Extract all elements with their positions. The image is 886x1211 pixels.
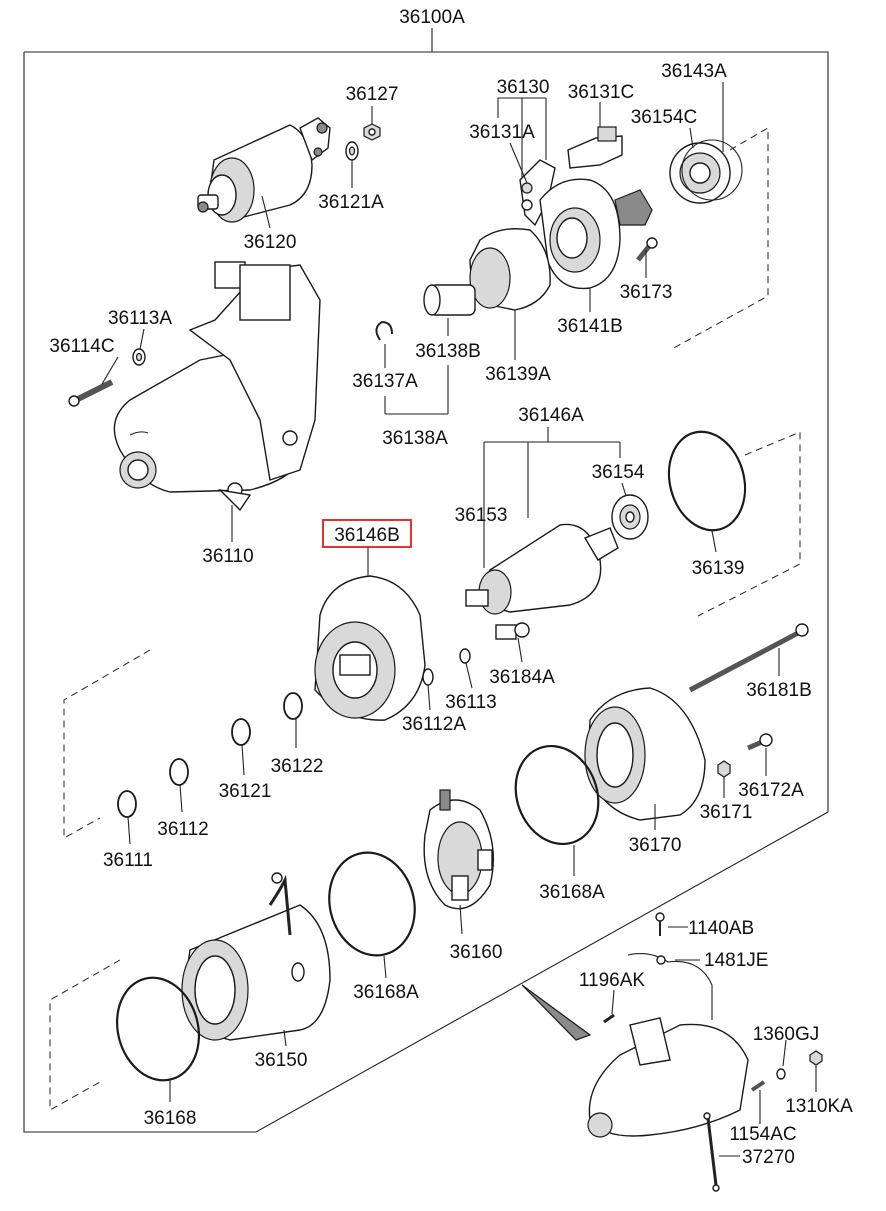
label-1196AK: 1196AK: [579, 970, 646, 991]
o-ring-36168A-lower: [328, 851, 416, 957]
snap-ring-36137A: [375, 320, 393, 341]
washer-36122: [283, 692, 303, 720]
bolt-36184A: [495, 622, 530, 640]
rear-cover-36170: [584, 687, 706, 821]
washer-36113: [459, 648, 471, 664]
label-37270: 37270: [742, 1147, 795, 1168]
label-36153: 36153: [455, 505, 508, 526]
o-ring-36139: [667, 430, 747, 532]
bolt-36173: [636, 237, 658, 262]
label-1360GJ: 1360GJ: [753, 1024, 820, 1045]
label-36121A: 36121A: [318, 192, 384, 213]
washer-36112: [169, 758, 189, 786]
nut-1310KA: [809, 1050, 823, 1066]
solenoid-36120: [197, 117, 331, 223]
label-36131C: 36131C: [568, 82, 635, 103]
through-bolt-36181B: [688, 623, 809, 693]
yoke-36150: [181, 872, 331, 1041]
label-36146A: 36146A: [518, 405, 584, 426]
washer-36113A: [132, 348, 146, 366]
highlight-box-36146B: [322, 519, 412, 548]
label-36160: 36160: [450, 942, 503, 963]
assembly-frame: [23, 28, 829, 1133]
bracket-36146B: [314, 575, 426, 721]
dashed-guide-upper: [669, 127, 769, 351]
label-1481JE: 1481JE: [704, 950, 768, 971]
washer-36112A: [422, 668, 434, 686]
o-ring-36168: [115, 976, 201, 1082]
label-36114C: 36114C: [49, 336, 114, 357]
label-36110: 36110: [202, 546, 253, 567]
dashed-guide-left: [63, 649, 151, 839]
label-36146B: 36146B: [334, 525, 400, 546]
front-housing-36110: [113, 261, 321, 512]
label-36121: 36121: [219, 781, 272, 802]
lever-36130: [519, 159, 556, 227]
bearing-36154: [611, 494, 649, 540]
label-36154: 36154: [592, 462, 645, 483]
label-36154C: 36154C: [631, 107, 698, 128]
dashed-guide-right: [697, 431, 801, 617]
label-36184A: 36184A: [489, 667, 555, 688]
label-1154AC: 1154AC: [729, 1124, 796, 1145]
label-36138A: 36138A: [382, 428, 448, 449]
bearing-36143A: [669, 139, 743, 204]
drive-housing-36141B: [539, 178, 653, 290]
label-36127: 36127: [346, 84, 399, 105]
washer-36111: [117, 790, 137, 818]
bolt-36114C: [68, 379, 114, 407]
label-36112: 36112: [157, 819, 208, 840]
label-36113A: 36113A: [108, 308, 172, 329]
label-36141B: 36141B: [557, 316, 623, 337]
label-36112A: 36112A: [402, 714, 466, 735]
label-36171: 36171: [700, 802, 753, 823]
label-36150: 36150: [255, 1050, 308, 1071]
cable-37270: [703, 1112, 720, 1192]
o-ring-36168A-upper: [514, 744, 600, 846]
label-36143A: 36143A: [661, 61, 727, 82]
brush-holder-36160: [423, 789, 495, 910]
dashed-guide-lower-left: [49, 959, 121, 1111]
nut-36171: [717, 760, 731, 778]
washer-36121A: [345, 141, 359, 161]
nut-36127: [363, 123, 381, 141]
label-36131A: 36131A: [469, 122, 535, 143]
screw-1140AB: [655, 912, 665, 936]
screw-36172A: [747, 733, 773, 751]
starter-assembly-view: [521, 953, 749, 1138]
label-1140AB: 1140AB: [688, 918, 754, 939]
label-36120: 36120: [244, 232, 297, 253]
washer-1360GJ: [776, 1068, 786, 1080]
label-36139: 36139: [692, 558, 745, 579]
label-36111: 36111: [103, 850, 153, 871]
washer-36121: [231, 718, 251, 746]
leader-lines: [101, 82, 817, 1157]
bolt-1154AC: [750, 1080, 766, 1092]
label-36138B: 36138B: [415, 341, 481, 362]
label-36173: 36173: [620, 282, 673, 303]
label-36170: 36170: [629, 835, 682, 856]
label-1310KA: 1310KA: [785, 1096, 853, 1117]
label-36100A: 36100A: [399, 7, 465, 28]
plate-36131C: [567, 126, 623, 169]
label-36172A: 36172A: [738, 780, 804, 801]
label-36122: 36122: [271, 756, 324, 777]
label-36139A: 36139A: [485, 364, 551, 385]
label-36181B: 36181B: [746, 680, 812, 701]
label-36113: 36113: [445, 692, 496, 713]
screw-1196AK: [603, 1013, 615, 1024]
label-36168A-lower: 36168A: [353, 982, 419, 1003]
part-labels: 36100A 36127 36121A 36120 36130 36131C 3…: [49, 7, 853, 1168]
label-36130: 36130: [497, 77, 550, 98]
label-36137A: 36137A: [352, 371, 418, 392]
armature-36153: [465, 523, 619, 615]
clutch-36139A: [423, 228, 551, 316]
label-36168A-upper: 36168A: [539, 882, 605, 903]
label-36168: 36168: [144, 1108, 197, 1129]
